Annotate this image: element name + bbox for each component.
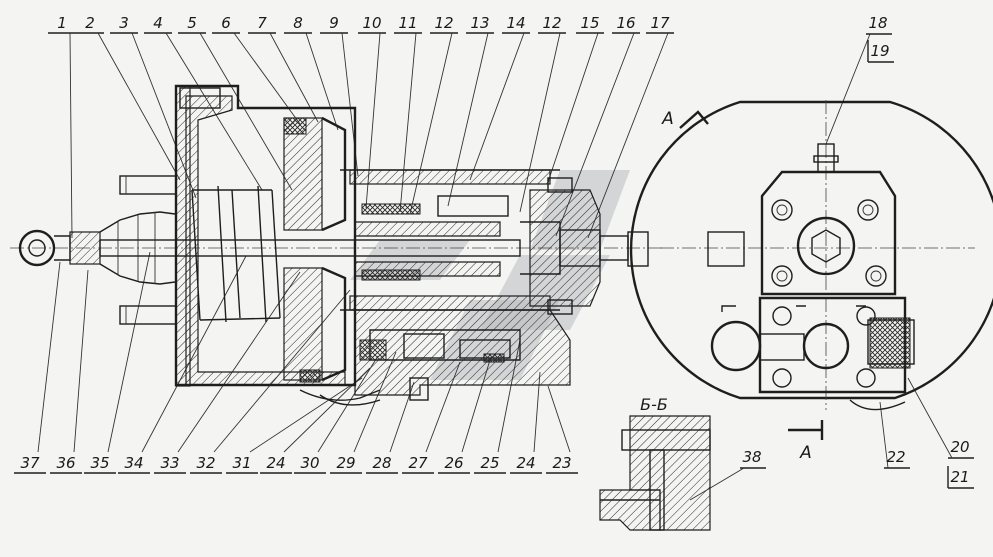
label-top-14: 14 xyxy=(506,14,525,32)
section-marker-a-bottom: А xyxy=(799,443,812,463)
label-bottom-11: 28 xyxy=(372,454,391,472)
label-bottom-7: 31 xyxy=(232,454,251,472)
label-right-20: 20 xyxy=(950,438,969,456)
section-bb-title: Б-Б xyxy=(640,395,668,414)
label-top-15: 12 xyxy=(542,14,561,32)
label-bottom-2: 36 xyxy=(56,454,75,472)
section-bb-view xyxy=(599,415,711,531)
label-bottom-5: 33 xyxy=(160,454,179,472)
label-bottom-10: 29 xyxy=(336,454,355,472)
label-top-5: 5 xyxy=(187,14,197,32)
label-bottom-8: 24 xyxy=(266,454,285,472)
label-right-19: 19 xyxy=(870,42,889,60)
label-top-3: 3 xyxy=(119,14,129,32)
main-section-view xyxy=(10,84,665,406)
label-bottom-15: 24 xyxy=(516,454,535,472)
label-bottom-6: 32 xyxy=(196,454,215,472)
label-top-10: 10 xyxy=(362,14,381,32)
label-top-7: 7 xyxy=(257,14,267,32)
label-top-18: 17 xyxy=(650,14,670,32)
label-bottom-4: 34 xyxy=(124,454,143,472)
label-bottom-16: 23 xyxy=(552,454,571,472)
return-spring xyxy=(191,185,281,323)
label-bottom-14: 25 xyxy=(480,454,499,472)
label-top-11: 11 xyxy=(398,14,417,32)
label-top-2: 2 xyxy=(85,14,95,32)
label-top-4: 4 xyxy=(153,14,163,32)
label-top-12: 12 xyxy=(434,14,453,32)
label-top-16: 15 xyxy=(580,14,599,32)
label-bottom-9: 30 xyxy=(300,454,319,472)
end-view-a xyxy=(629,100,993,440)
label-right-18: 18 xyxy=(868,14,887,32)
label-bottom-1: 37 xyxy=(20,454,40,472)
label-top-1: 1 xyxy=(57,14,67,32)
label-bottom-12: 27 xyxy=(408,454,428,472)
label-bottom-3: 35 xyxy=(90,454,109,472)
label-bottom-13: 26 xyxy=(444,454,463,472)
label-top-17: 16 xyxy=(616,14,635,32)
label-right-22: 22 xyxy=(886,448,905,466)
label-top-9: 9 xyxy=(329,14,339,32)
label-top-13: 13 xyxy=(470,14,489,32)
label-right-21: 21 xyxy=(950,468,969,486)
section-marker-a: А xyxy=(661,109,674,129)
label-top-6: 6 xyxy=(221,14,231,32)
label-top-8: 8 xyxy=(293,14,303,32)
label-right-38: 38 xyxy=(742,448,761,466)
